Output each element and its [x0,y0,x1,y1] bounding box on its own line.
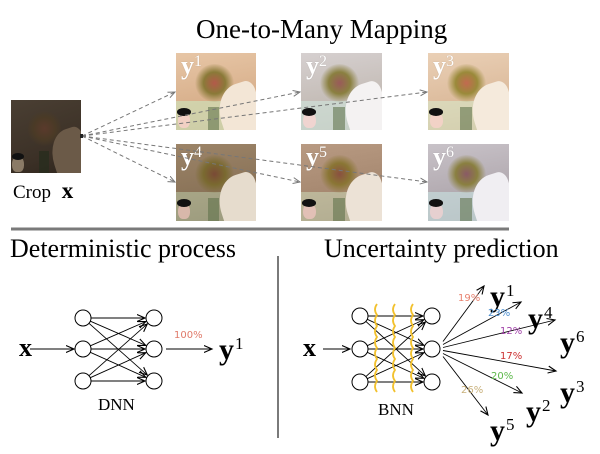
one-to-many-title: One-to-Many Mapping [196,14,448,44]
bnn-input-symbol: x [303,333,316,362]
noise-squiggle [374,303,379,393]
output-image-y5: y5 [301,144,382,221]
bnn-node [423,340,441,358]
probability-y2: 20% [491,371,514,382]
output-image-y4: y4 [176,144,256,221]
output-label-y2: y2 [306,53,327,80]
crop-label: Crop [13,182,51,203]
output-image-y3: y3 [428,53,509,130]
output-image-y2: y2 [301,53,382,130]
bnn-edge [367,320,424,347]
bnn-node [351,373,369,391]
dnn-edge [90,353,146,379]
bnn-nodes [351,307,441,391]
mapping-arrow-y1 [81,92,175,137]
bnn-output-label-y6: y6 [560,326,585,359]
dnn-label: DNN [98,395,135,414]
bnn-output-label-y2: y2 [526,395,551,428]
bnn-node [423,307,441,325]
bnn-output-label-y4: y4 [528,302,553,335]
dnn-edge [88,324,147,377]
probability-y6: 12% [500,326,523,337]
dnn-edge [90,320,145,345]
dnn-network [30,309,212,390]
noise-squiggle [392,303,397,393]
bnn-edge [367,351,424,378]
bnn-edges [365,316,425,382]
dnn-node [74,340,92,358]
dnn-nodes [74,309,163,390]
bnn-noise-squiggles [374,303,415,393]
deterministic-title: Deterministic process [10,234,236,263]
dnn-node [145,309,163,327]
bnn-label: BNN [378,400,414,419]
output-label-y3: y3 [433,53,454,80]
input-caption: Crop x [13,178,73,204]
probability-y5: 26% [461,385,484,396]
dnn-output-label: y1 [219,333,244,366]
probability-y3: 17% [500,351,523,362]
dnn-node [74,372,92,390]
dnn-probability: 100% [174,330,203,341]
bnn-output-label-y3: y3 [560,376,585,409]
output-image-y6: y6 [428,144,509,221]
output-label-y5: y5 [306,144,327,171]
bnn-edge [365,322,425,377]
input-symbol: x [61,178,74,203]
output-label-y4: y4 [181,144,202,171]
input-crop-image [11,100,81,173]
dnn-node [145,340,163,358]
dnn-input-symbol: x [19,333,32,362]
bnn-edge [367,353,424,380]
dnn-edge [90,351,146,377]
bnn-output-label-y5: y5 [490,414,515,447]
dnn-edge [90,322,145,347]
probability-y4: 23% [488,308,511,319]
uncertainty-title: Uncertainty prediction [324,234,559,263]
bnn-output-label-y1: y1 [490,280,515,313]
output-label-y1: y1 [181,53,202,80]
bnn-edge [367,318,424,345]
bnn-edge [365,321,425,376]
bnn-node [351,307,369,325]
dnn-node [145,372,163,390]
output-label-y6: y6 [433,144,454,171]
mapping-arrow-y4 [81,135,175,182]
bnn-node [423,373,441,391]
dnn-node [74,309,92,327]
dnn-edge [88,322,147,375]
noise-squiggle [410,303,415,393]
output-image-y1: y1 [176,53,256,130]
dnn-edges [88,318,147,381]
probability-y1: 19% [458,293,481,304]
bnn-node [351,340,369,358]
